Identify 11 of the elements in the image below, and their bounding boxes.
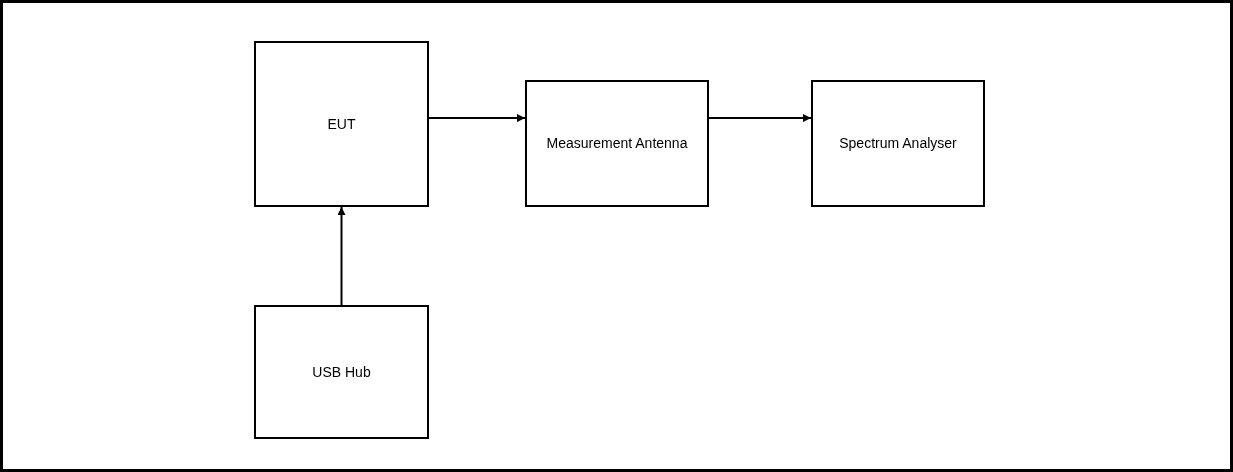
block-label: USB Hub bbox=[312, 363, 371, 381]
arrow bbox=[708, 114, 812, 123]
block-label: EUT bbox=[327, 115, 356, 133]
block-box bbox=[254, 41, 429, 207]
block-label: Measurement Antenna bbox=[546, 135, 688, 152]
block-box bbox=[811, 80, 985, 207]
arrow bbox=[428, 114, 526, 123]
block-box bbox=[254, 305, 429, 439]
arrow bbox=[337, 206, 346, 306]
block-box bbox=[525, 80, 709, 207]
block-label: Spectrum Analyser bbox=[839, 135, 957, 152]
